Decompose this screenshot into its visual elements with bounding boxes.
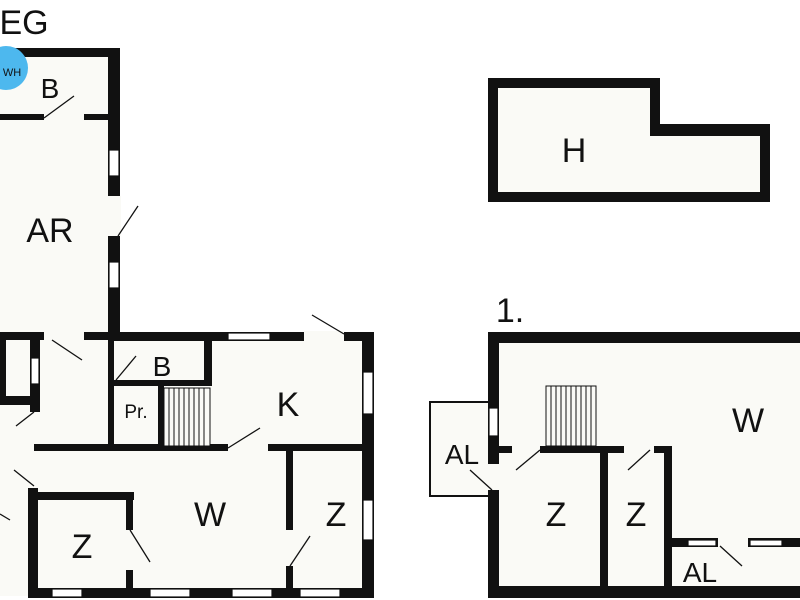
floor-area-upper xyxy=(498,342,800,588)
label-room-al-left: AL xyxy=(445,439,479,470)
door-opening xyxy=(44,331,84,341)
wall xyxy=(286,448,293,592)
door-swing xyxy=(719,545,743,567)
window xyxy=(149,588,191,598)
door-opening xyxy=(512,445,540,454)
label-water-heater: WH xyxy=(3,67,21,79)
door-opening xyxy=(44,113,84,121)
door-swing xyxy=(0,513,11,521)
label-room-z-upper-left: Z xyxy=(546,496,567,534)
label-room-al-bottom: AL xyxy=(683,557,717,588)
label-room-ar: AR xyxy=(26,212,73,250)
label-room-h: H xyxy=(562,132,587,170)
label-room-w-upper: W xyxy=(732,402,764,440)
door-opening xyxy=(304,331,344,342)
wall xyxy=(34,492,134,500)
door-opening xyxy=(228,443,268,452)
window xyxy=(299,588,341,598)
wall xyxy=(0,338,6,400)
door-swing xyxy=(627,449,651,471)
wall xyxy=(112,380,212,386)
label-room-z-upper-right: Z xyxy=(626,496,647,534)
label-room-z-ground-left: Z xyxy=(72,528,93,566)
window xyxy=(488,407,499,437)
wall xyxy=(498,446,670,453)
wall xyxy=(34,444,370,451)
door-swing xyxy=(469,469,493,491)
door-swing xyxy=(43,95,75,119)
wall xyxy=(28,588,374,598)
door-swing xyxy=(311,314,345,335)
floor-area-north xyxy=(0,56,112,338)
door-swing xyxy=(227,427,261,449)
window xyxy=(108,149,120,177)
door-opening xyxy=(285,530,294,566)
door-opening xyxy=(114,344,138,352)
wall xyxy=(204,340,212,386)
heading-upper-floor: 1. xyxy=(496,292,524,330)
wall xyxy=(664,446,672,592)
door-swing xyxy=(51,339,83,361)
window xyxy=(227,332,271,341)
door-opening xyxy=(125,530,134,570)
wall xyxy=(30,332,40,442)
door-swing xyxy=(115,355,137,381)
wall xyxy=(108,48,120,340)
wall xyxy=(488,332,800,343)
door-opening xyxy=(27,462,39,488)
label-room-z-ground-right: Z xyxy=(326,496,347,534)
attic-h: H xyxy=(488,78,770,202)
door-opening xyxy=(107,196,121,236)
upper-floor: 1. xyxy=(429,292,800,598)
window xyxy=(51,588,83,598)
wall xyxy=(600,446,608,592)
wall xyxy=(108,340,114,448)
window xyxy=(362,499,374,541)
label-room-k: K xyxy=(277,386,300,424)
label-room-b-top: B xyxy=(41,73,60,104)
water-heater-icon xyxy=(0,46,28,90)
staircase xyxy=(545,385,597,447)
door-opening xyxy=(29,412,41,442)
balcony-al-left xyxy=(429,401,491,497)
wall xyxy=(488,586,800,598)
door-swing xyxy=(129,529,151,563)
window xyxy=(108,261,120,289)
wall xyxy=(28,488,38,598)
heading-ground-floor: EG xyxy=(0,4,49,42)
door-swing xyxy=(15,411,35,427)
window xyxy=(30,357,40,385)
staircase xyxy=(163,387,211,447)
floor-area-h xyxy=(498,88,760,192)
label-room-pr: Pr. xyxy=(124,402,147,423)
label-room-w-ground: W xyxy=(194,496,226,534)
ground-floor: WH B AR B Pr. K W Z Z EG xyxy=(0,4,374,598)
label-room-b-mid: B xyxy=(153,351,172,382)
window xyxy=(231,588,273,598)
floor-area-al-left xyxy=(430,402,490,496)
window xyxy=(687,539,717,547)
wall xyxy=(0,396,34,405)
door-swing xyxy=(289,535,311,567)
door-swing xyxy=(117,205,139,237)
wall xyxy=(158,384,164,448)
door-swing xyxy=(13,469,35,487)
door-opening xyxy=(487,464,500,490)
floor-area-south xyxy=(0,338,370,596)
door-opening xyxy=(624,445,654,454)
door-opening xyxy=(718,537,748,548)
window xyxy=(362,371,374,415)
window xyxy=(749,539,783,547)
wall xyxy=(0,48,120,57)
door-swing xyxy=(515,449,541,471)
